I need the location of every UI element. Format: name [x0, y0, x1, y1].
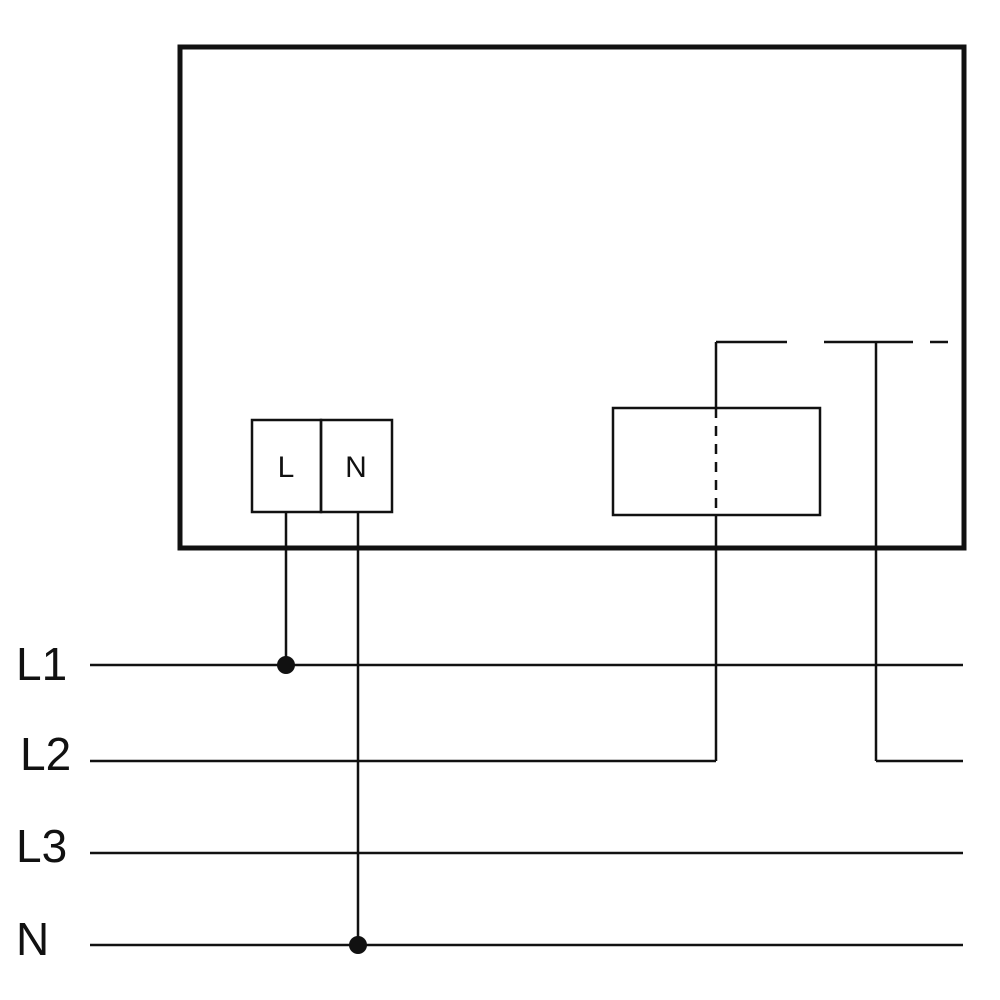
- junction-dot-n: [349, 936, 367, 954]
- power-terminal-block: L N: [250, 418, 394, 514]
- terminal-label-n: N: [345, 451, 367, 484]
- junction-dot-l1: [277, 656, 295, 674]
- terminal-label-l: L: [278, 451, 295, 484]
- bus-label-n: N: [16, 913, 49, 965]
- device-enclosure: [177, 44, 967, 551]
- contact-wiring: [714, 340, 963, 763]
- bus-label-l3: L3: [16, 820, 67, 872]
- bus-label-l2: L2: [20, 728, 71, 780]
- bus-label-l1: L1: [16, 638, 67, 690]
- terminal-box-n: [319, 418, 394, 514]
- bus-lines: [90, 663, 963, 947]
